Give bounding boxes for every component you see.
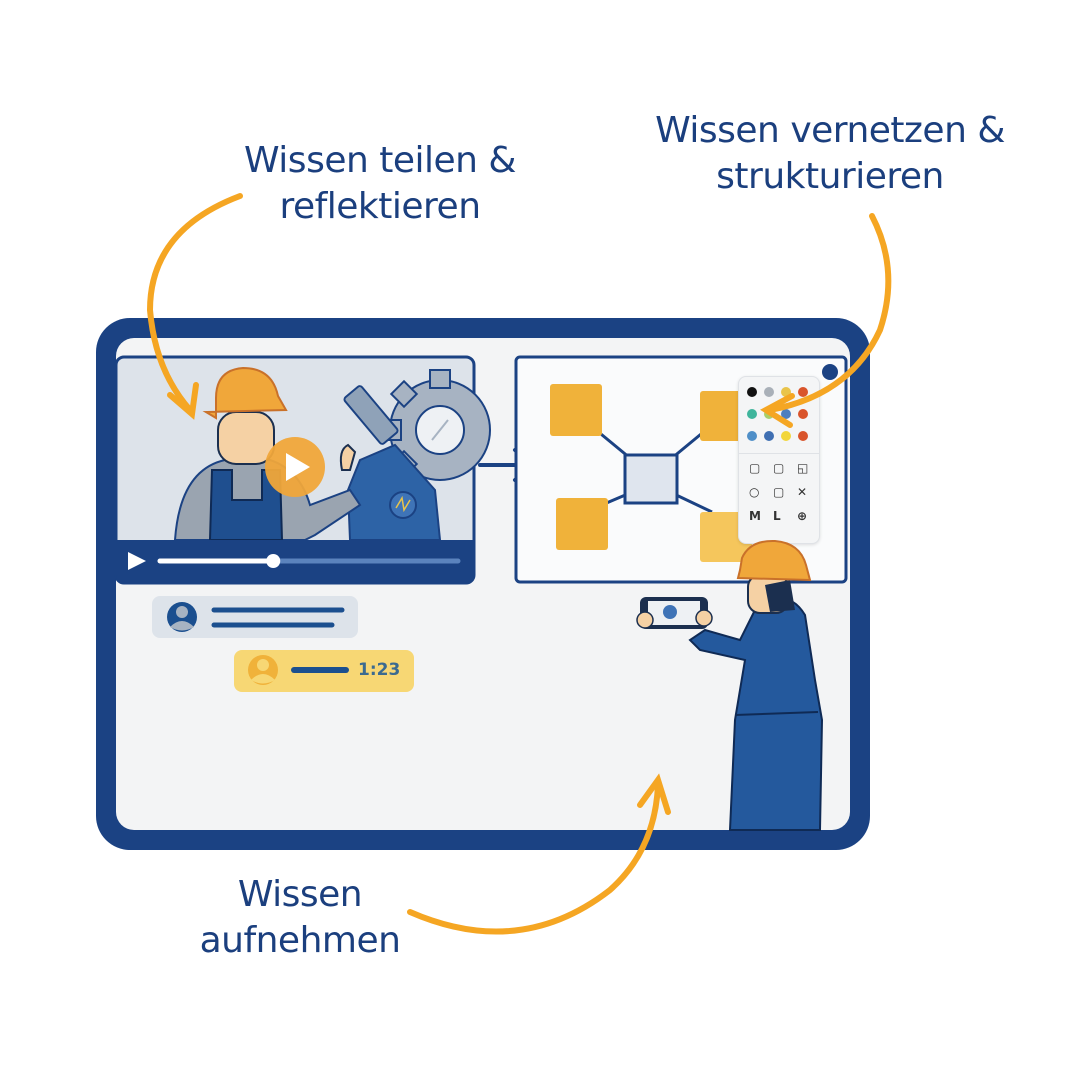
label-network-structure: Wissen vernetzen & strukturieren <box>620 108 1040 200</box>
palette-divider <box>739 453 819 454</box>
color-swatch[interactable] <box>747 409 757 419</box>
label-line: aufnehmen <box>199 920 401 961</box>
video-player[interactable] <box>114 355 491 585</box>
square-icon[interactable]: ▢ <box>773 485 785 499</box>
label-line: reflektieren <box>279 186 481 227</box>
color-swatch[interactable] <box>798 409 808 419</box>
status-dot <box>822 364 838 380</box>
label-line: Wissen teilen & <box>244 140 516 181</box>
label-line: Wissen <box>237 874 363 915</box>
label-line: Wissen vernetzen & <box>655 110 1005 151</box>
note-icon[interactable]: ◱ <box>797 461 809 475</box>
close-icon[interactable]: ✕ <box>797 485 808 499</box>
color-swatch[interactable] <box>781 387 791 397</box>
tool-size-l[interactable]: L <box>773 509 781 523</box>
mindmap-center-node[interactable] <box>623 453 679 505</box>
color-swatch[interactable] <box>781 409 791 419</box>
square-icon[interactable]: ▢ <box>773 461 785 475</box>
comment-bubble[interactable] <box>152 596 358 638</box>
play-button-large[interactable] <box>265 437 325 497</box>
label-capture: Wissen aufnehmen <box>150 872 450 964</box>
color-swatch[interactable] <box>764 387 774 397</box>
tool-size-m[interactable]: M <box>749 509 761 523</box>
plus-circle-icon[interactable]: ⊕ <box>797 509 808 523</box>
square-icon[interactable]: ▢ <box>749 461 761 475</box>
color-swatch[interactable] <box>747 431 757 441</box>
label-line: strukturieren <box>716 156 944 197</box>
color-swatch[interactable] <box>764 431 774 441</box>
color-swatch[interactable] <box>764 409 774 419</box>
circle-icon[interactable]: ○ <box>749 485 760 499</box>
play-icon[interactable] <box>128 552 146 570</box>
color-swatch[interactable] <box>747 387 757 397</box>
play-icon <box>286 453 310 481</box>
color-swatch[interactable] <box>798 387 808 397</box>
color-swatch[interactable] <box>781 431 791 441</box>
label-share-reflect: Wissen teilen & reflektieren <box>200 138 560 230</box>
progress-handle[interactable] <box>266 554 281 568</box>
comment-timestamp: 1:23 <box>358 660 401 680</box>
color-swatch[interactable] <box>798 431 808 441</box>
mindmap-node[interactable] <box>550 384 602 436</box>
mindmap-node[interactable] <box>556 498 608 550</box>
